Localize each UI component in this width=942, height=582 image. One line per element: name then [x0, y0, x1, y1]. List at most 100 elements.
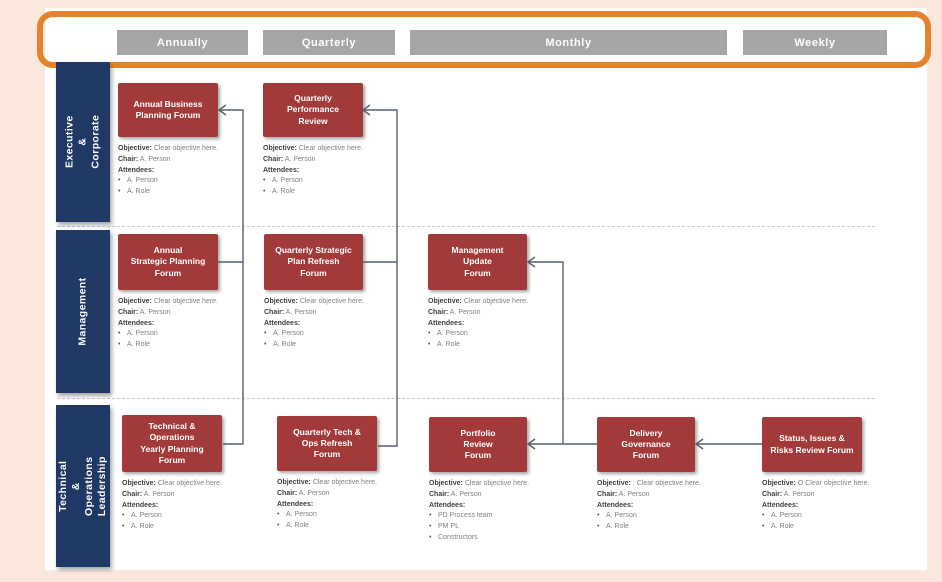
bullet-icon: • [263, 188, 266, 196]
bullet-icon: • [277, 522, 280, 530]
bullet-icon: • [429, 512, 432, 520]
forum-title-box: Delivery Governance Forum [597, 417, 695, 472]
attendees-line: Attendees: [597, 501, 705, 512]
frequency-header-quarterly: Quarterly [263, 30, 395, 55]
attendee-value: A. Role [272, 188, 295, 196]
attendee-value: A. Person [127, 330, 158, 338]
attendee-item: •A. Person [277, 510, 393, 521]
chair-label: Chair: [429, 490, 450, 498]
chair-value: A. Person [618, 490, 650, 498]
forum-title-box: Quarterly Tech & Ops Refresh Forum [277, 416, 377, 471]
objective-value: Clear objective here. [298, 145, 364, 152]
attendee-value: A. Person [771, 512, 802, 520]
attendee-value: A. Role [127, 188, 150, 196]
chair-value: A. Person [285, 308, 317, 316]
attendee-item: •A. Role [264, 340, 380, 351]
chair-label: Chair: [762, 490, 783, 498]
attendees-label: Attendees: [118, 166, 155, 174]
forum-details: Objective: Clear objective here. Chair: … [118, 144, 234, 198]
attendee-value: Constructors [438, 533, 478, 541]
bullet-icon: • [122, 512, 125, 520]
attendee-item: •Constructors [429, 533, 545, 544]
lane-label-executive-corporate: Executive & Corporate [56, 62, 110, 222]
objective-label: Objective: [277, 479, 311, 486]
attendee-value: A. Person [606, 512, 637, 520]
objective-value: Clear objective here. [312, 479, 378, 486]
objective-line: Objective: Clear objective here. [122, 479, 238, 490]
chair-line: Chair: A. Person [762, 490, 870, 501]
bullet-icon: • [118, 177, 121, 185]
objective-value: : Clear objective here. [632, 480, 701, 487]
objective-line: Objective: Clear objective here. [263, 144, 379, 155]
bullet-icon: • [263, 177, 266, 185]
forum-status-issues-risks-review: Status, Issues & Risks Review Forum Obje… [762, 417, 870, 533]
attendees-label: Attendees: [429, 501, 466, 509]
bullet-icon: • [118, 188, 121, 196]
attendee-item: •A. Role [762, 522, 870, 533]
bullet-icon: • [762, 523, 765, 531]
objective-value: Clear objective here. [153, 298, 219, 305]
forum-details: Objective: Clear objective here. Chair: … [264, 297, 380, 351]
frequency-label: Annually [156, 36, 209, 49]
forum-title-box: Status, Issues & Risks Review Forum [762, 417, 862, 472]
bullet-icon: • [597, 523, 600, 531]
attendees-line: Attendees: [122, 501, 238, 512]
chair-label: Chair: [428, 308, 449, 316]
lane-label-technical-operations: Technical & Operations Leadership [56, 405, 110, 567]
chair-label: Chair: [597, 490, 618, 498]
objective-value: Clear objective here. [464, 480, 530, 487]
lane-separator [57, 398, 875, 399]
attendees-label: Attendees: [597, 501, 634, 509]
attendees-label: Attendees: [762, 501, 799, 509]
frequency-header-weekly: Weekly [743, 30, 887, 55]
chair-line: Chair: A. Person [122, 490, 238, 501]
attendee-item: •A. Role [118, 340, 234, 351]
chair-line: Chair: A. Person [597, 490, 705, 501]
forum-quarterly-tech-ops-refresh: Quarterly Tech & Ops Refresh Forum Objec… [277, 416, 393, 532]
chair-value: A. Person [139, 155, 171, 163]
attendees-label: Attendees: [428, 319, 465, 327]
attendee-item: •A. Role [428, 340, 544, 351]
attendee-value: A. Person [272, 177, 303, 185]
objective-label: Objective: [264, 298, 298, 305]
forum-details: Objective: Clear objective here. Chair: … [118, 297, 234, 351]
bullet-icon: • [429, 523, 432, 531]
objective-label: Objective: [429, 480, 463, 487]
bullet-icon: • [428, 330, 431, 338]
forum-details: Objective: Clear objective here. Chair: … [429, 479, 545, 544]
attendees-label: Attendees: [263, 166, 300, 174]
forum-title-box: Quarterly Performance Review [263, 83, 363, 137]
chair-label: Chair: [118, 308, 139, 316]
attendee-item: •A. Person [428, 329, 544, 340]
attendee-value: A. Role [273, 341, 296, 349]
frequency-header-annually: Annually [117, 30, 248, 55]
chair-label: Chair: [264, 308, 285, 316]
attendee-item: • PD Process team [429, 511, 545, 522]
forum-title-box: Annual Business Planning Forum [118, 83, 218, 137]
lane-label-text: Executive & Corporate [63, 115, 102, 169]
bullet-icon: • [428, 341, 431, 349]
lane-label-text: Management [76, 277, 89, 346]
chair-value: A. Person [449, 308, 481, 316]
attendee-value: PD Process team [438, 512, 493, 520]
forum-title-box: Portfolio Review Forum [429, 417, 527, 472]
chair-value: A. Person [139, 308, 171, 316]
objective-value: Clear objective here. [153, 145, 219, 152]
chair-line: Chair: A. Person [429, 490, 545, 501]
chair-value: A. Person [284, 155, 316, 163]
attendee-value: PM PL [438, 523, 460, 531]
attendees-label: Attendees: [277, 500, 314, 508]
attendee-value: A. Person [131, 512, 162, 520]
chair-label: Chair: [118, 155, 139, 163]
objective-line: Objective: Clear objective here. [118, 144, 234, 155]
attendee-item: • A. Role [263, 187, 379, 198]
forum-management-update: Management Update Forum Objective: Clear… [428, 234, 544, 351]
bullet-icon: • [122, 523, 125, 531]
frequency-label: Monthly [545, 36, 592, 49]
attendee-value: A. Role [286, 522, 309, 530]
chair-line: Chair: A. Person [118, 155, 234, 166]
attendee-item: • A. Person [263, 176, 379, 187]
forum-details: Objective: O Clear objective here. Chair… [762, 479, 870, 533]
forum-quarterly-strategic-plan-refresh: Quarterly Strategic Plan Refresh Forum O… [264, 234, 380, 351]
